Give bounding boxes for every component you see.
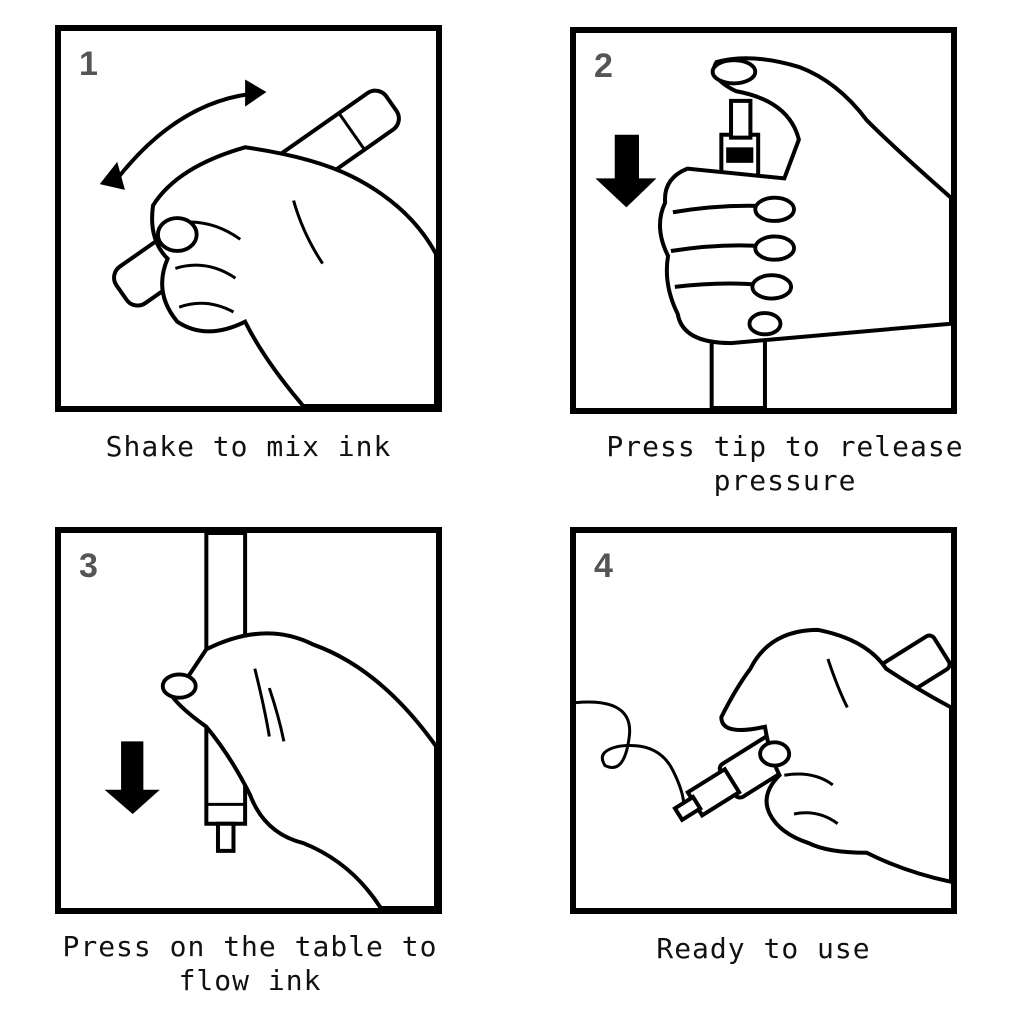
step-number: 1 xyxy=(79,45,98,83)
caption-line: Ready to use xyxy=(656,932,871,965)
step-1-panel: 1 xyxy=(55,25,442,412)
caption-line: Press tip to release xyxy=(606,430,964,463)
caption-line: Shake to mix ink xyxy=(105,430,392,463)
step-3-caption: Press on the table to flow ink xyxy=(40,930,460,998)
step-3-panel: 3 xyxy=(55,527,442,914)
hand-shaking-marker-icon xyxy=(99,79,436,406)
caption-line: flow ink xyxy=(178,964,322,997)
step-1-caption: Shake to mix ink xyxy=(55,430,442,464)
caption-line: Press on the table to xyxy=(62,930,438,963)
step-number: 2 xyxy=(594,47,613,85)
step-2-caption: Press tip to release pressure xyxy=(585,430,985,498)
hand-writing-icon xyxy=(576,533,951,908)
step-number: 4 xyxy=(594,547,613,585)
step-4-panel: 4 xyxy=(570,527,957,914)
caption-line: pressure xyxy=(713,464,857,497)
step-2-panel: 2 xyxy=(570,27,957,414)
step-number: 3 xyxy=(79,547,98,585)
hand-pressing-tip-icon xyxy=(595,33,951,408)
step-4-caption: Ready to use xyxy=(570,932,957,966)
hand-pressing-down-icon xyxy=(104,533,436,908)
